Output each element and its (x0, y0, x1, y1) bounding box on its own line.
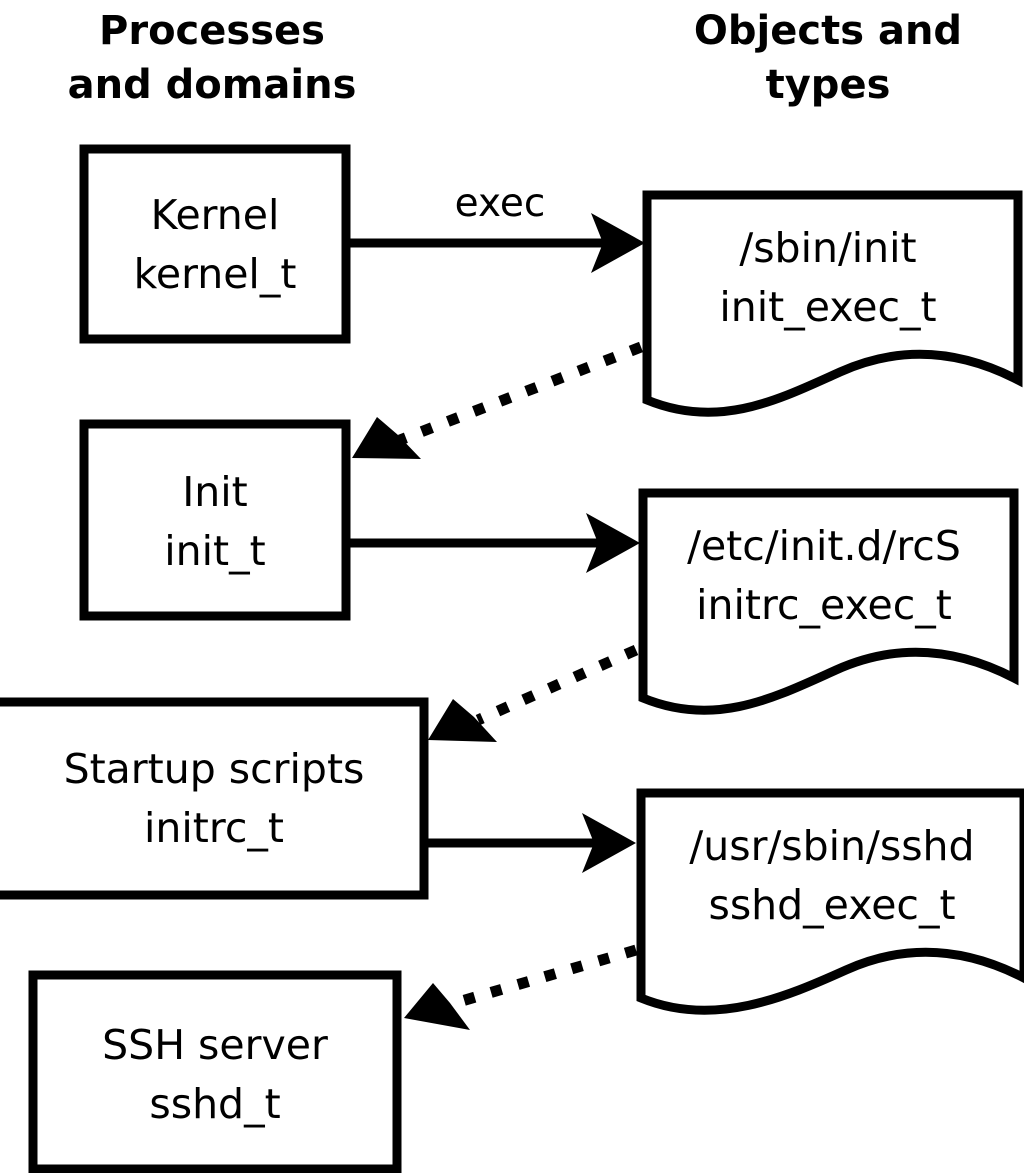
node-kernel-line1: Kernel (151, 191, 280, 239)
edge-initrc-exec-to-initrc-arrowhead (428, 699, 497, 742)
column-header-processes: Processes and domains (68, 8, 357, 108)
edge-init-exec-to-init-line (398, 341, 643, 446)
node-initrc-line2: initrc_t (144, 804, 284, 852)
node-init-line2: init_t (164, 527, 265, 575)
node-sshd-exec-line1: /usr/sbin/sshd (689, 822, 974, 870)
node-init-exec-line2: init_exec_t (719, 283, 936, 331)
node-sshd-box[interactable] (28, 970, 402, 1173)
node-initrc-exec-line2: initrc_exec_t (696, 581, 952, 629)
node-kernel[interactable]: Kernel kernel_t (79, 144, 351, 344)
node-initrc[interactable]: Startup scripts initrc_t (0, 697, 429, 900)
node-sshd-line1: SSH server (102, 1021, 328, 1069)
edge-kernel-exec-init-arrowhead (591, 213, 645, 273)
node-init-exec[interactable]: /sbin/init init_exec_t (642, 190, 1023, 417)
node-initrc-exec-line1: /etc/init.d/rcS (687, 522, 961, 570)
edge-initrc-exec-to-initrc-line (475, 644, 639, 726)
node-initrc-box[interactable] (0, 697, 429, 900)
node-init-box[interactable] (79, 419, 351, 621)
node-sshd-exec-document[interactable] (636, 788, 1024, 1015)
column-header-objects-line2: types (766, 62, 891, 108)
node-initrc-exec-document[interactable] (638, 488, 1019, 715)
column-header-objects: Objects and types (694, 8, 962, 108)
node-kernel-line2: kernel_t (134, 250, 297, 298)
edge-label-exec: exec (455, 181, 546, 226)
edge-initrc-exec-sshd (428, 813, 636, 873)
edge-init-exec-initrc (350, 513, 640, 573)
column-header-processes-line1: Processes (99, 8, 325, 54)
edge-kernel-exec-init: exec (350, 181, 645, 273)
edge-init-exec-to-init-arrowhead (352, 417, 421, 459)
edge-init-exec-to-init (352, 341, 643, 459)
edge-sshd-exec-to-sshd (404, 944, 638, 1030)
edge-sshd-exec-to-sshd-line (453, 944, 638, 1009)
column-header-objects-line1: Objects and (694, 8, 962, 54)
edge-initrc-exec-sshd-arrowhead (582, 813, 636, 873)
edge-init-exec-initrc-arrowhead (586, 513, 640, 573)
node-init[interactable]: Init init_t (79, 419, 351, 621)
node-sshd-exec[interactable]: /usr/sbin/sshd sshd_exec_t (636, 788, 1024, 1015)
node-init-exec-line1: /sbin/init (739, 224, 916, 272)
node-init-line1: Init (182, 468, 248, 516)
node-initrc-exec[interactable]: /etc/init.d/rcS initrc_exec_t (638, 488, 1019, 715)
column-header-processes-line2: and domains (68, 62, 357, 108)
edge-initrc-exec-to-initrc (428, 644, 639, 742)
node-init-exec-document[interactable] (642, 190, 1023, 417)
edge-sshd-exec-to-sshd-arrowhead (404, 983, 470, 1030)
node-kernel-box[interactable] (79, 144, 351, 344)
node-sshd-line2: sshd_t (149, 1080, 280, 1128)
node-sshd-exec-line2: sshd_exec_t (708, 881, 955, 929)
node-sshd[interactable]: SSH server sshd_t (28, 970, 402, 1173)
node-initrc-line1: Startup scripts (64, 745, 365, 793)
